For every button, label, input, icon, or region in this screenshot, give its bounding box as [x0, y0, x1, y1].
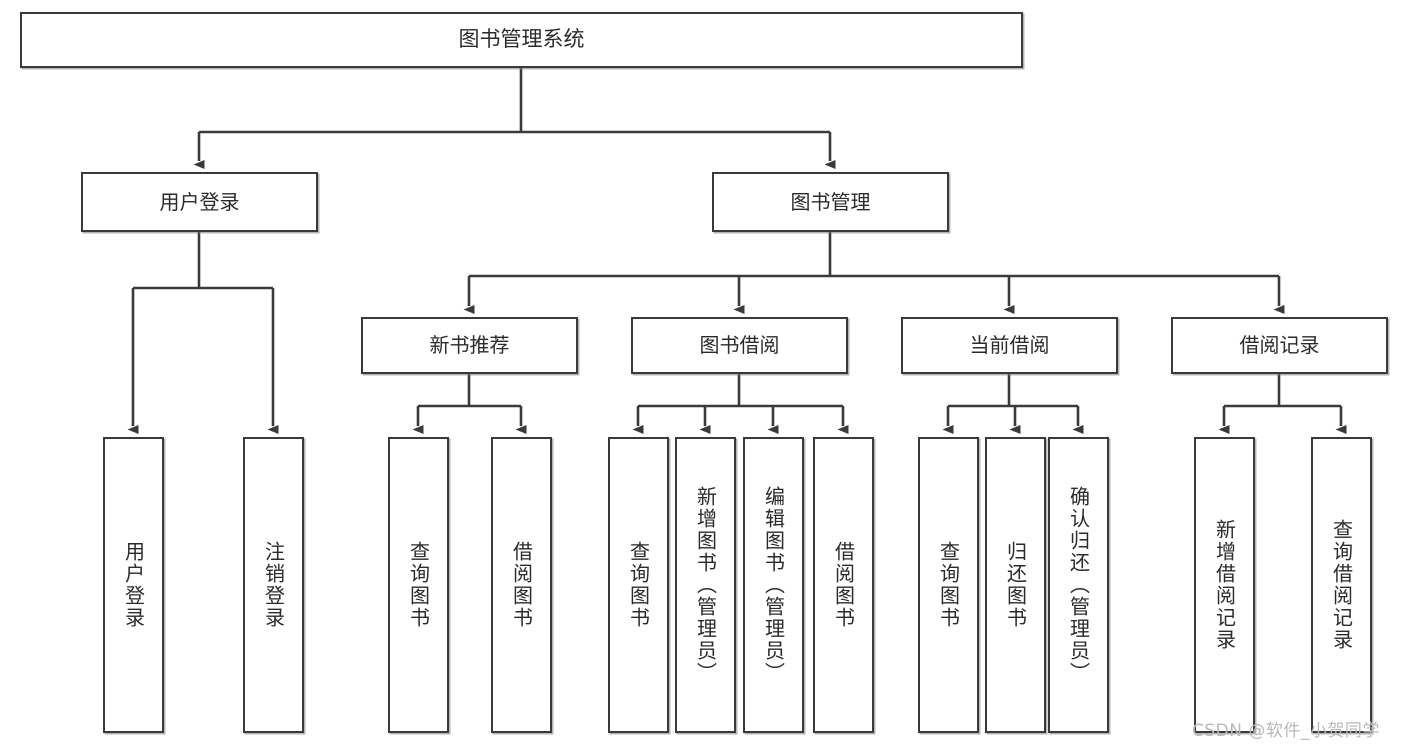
- leaf-record-add-borrow-record-label: 新增借阅记录: [1212, 519, 1237, 651]
- leaf-borrow-query-book-label: 查询图书: [626, 541, 651, 629]
- leaf-borrow-query-book[interactable]: 查询图书: [608, 437, 669, 733]
- leaf-recommend-borrow-book-label: 借阅图书: [509, 541, 534, 629]
- node-current-borrow[interactable]: 当前借阅: [901, 317, 1118, 374]
- node-book-borrow-label: 图书借阅: [699, 333, 780, 358]
- leaf-recommend-query-book-label: 查询图书: [406, 541, 431, 629]
- watermark-text: CSDN @软件_小贺同学: [1192, 721, 1380, 741]
- leaf-record-query-borrow-record[interactable]: 查询借阅记录: [1311, 437, 1372, 733]
- leaf-recommend-query-book[interactable]: 查询图书: [388, 437, 449, 733]
- node-book-management-label: 图书管理: [790, 189, 871, 214]
- leaf-borrow-add-book-admin[interactable]: 新增图书（管理员）: [675, 437, 736, 733]
- leaf-borrow-edit-book-admin[interactable]: 编辑图书（管理员）: [743, 437, 804, 733]
- leaf-user-login-label: 用户登录: [121, 541, 146, 629]
- leaf-record-add-borrow-record[interactable]: 新增借阅记录: [1194, 437, 1255, 733]
- leaf-logout-label: 注销登录: [261, 541, 286, 629]
- node-current-borrow-label: 当前借阅: [969, 333, 1050, 358]
- leaf-current-return-book[interactable]: 归还图书: [985, 437, 1046, 733]
- node-root-label: 图书管理系统: [458, 27, 585, 52]
- leaf-borrow-borrow-book-label: 借阅图书: [831, 541, 856, 629]
- leaf-borrow-edit-book-admin-label: 编辑图书（管理员）: [761, 486, 786, 684]
- leaf-current-query-book[interactable]: 查询图书: [918, 437, 979, 733]
- leaf-user-login[interactable]: 用户登录: [103, 437, 164, 733]
- leaf-logout[interactable]: 注销登录: [243, 437, 304, 733]
- node-new-book-recommend[interactable]: 新书推荐: [361, 317, 578, 374]
- node-borrow-record-label: 借阅记录: [1239, 333, 1320, 358]
- leaf-current-return-book-label: 归还图书: [1003, 541, 1028, 629]
- node-new-book-recommend-label: 新书推荐: [429, 333, 510, 358]
- node-user-login[interactable]: 用户登录: [81, 172, 318, 232]
- leaf-borrow-borrow-book[interactable]: 借阅图书: [813, 437, 874, 733]
- node-root-book-management-system[interactable]: 图书管理系统: [20, 12, 1023, 68]
- node-borrow-record[interactable]: 借阅记录: [1171, 317, 1388, 374]
- leaf-current-query-book-label: 查询图书: [936, 541, 961, 629]
- leaf-current-confirm-return-admin-label: 确认归还（管理员）: [1066, 486, 1091, 684]
- leaf-current-confirm-return-admin[interactable]: 确认归还（管理员）: [1048, 437, 1109, 733]
- leaf-borrow-add-book-admin-label: 新增图书（管理员）: [693, 486, 718, 684]
- node-book-borrow[interactable]: 图书借阅: [631, 317, 848, 374]
- leaf-record-query-borrow-record-label: 查询借阅记录: [1329, 519, 1354, 651]
- leaf-recommend-borrow-book[interactable]: 借阅图书: [491, 437, 552, 733]
- node-user-login-label: 用户登录: [159, 189, 240, 214]
- node-book-management[interactable]: 图书管理: [712, 172, 949, 232]
